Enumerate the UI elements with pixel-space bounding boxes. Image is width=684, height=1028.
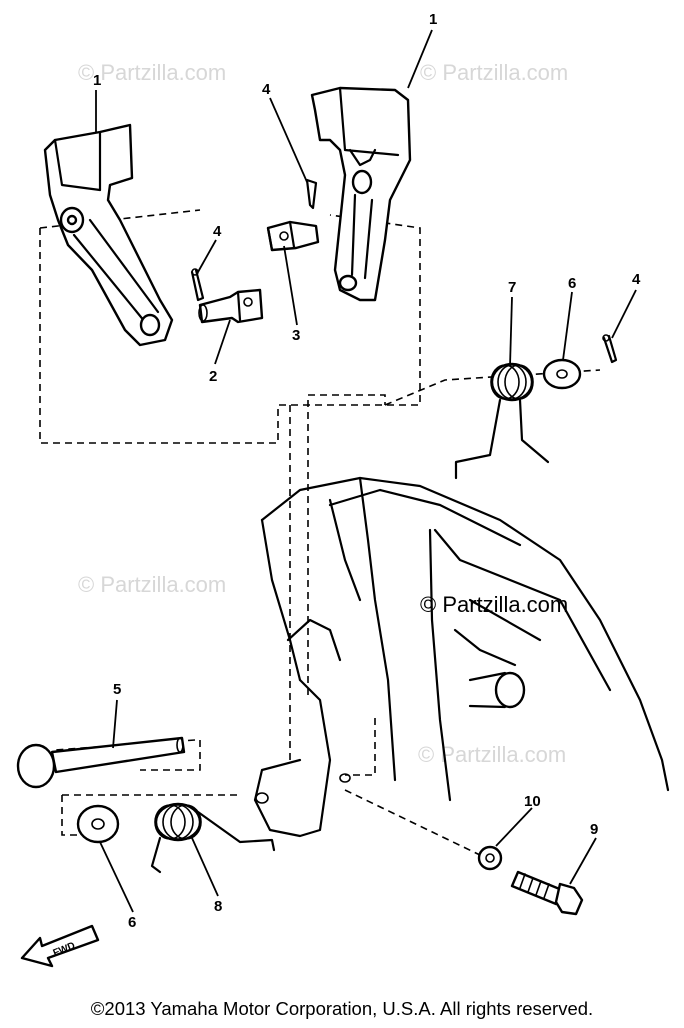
bolt-9 bbox=[510, 870, 584, 916]
callout-2: 2 bbox=[209, 368, 217, 385]
callout-6: 6 bbox=[568, 275, 576, 292]
callout-6: 6 bbox=[128, 914, 136, 931]
cotter-pin bbox=[305, 178, 318, 210]
pivot-bolt-5 bbox=[16, 736, 186, 789]
watermark: © Partzilla.com bbox=[78, 572, 226, 597]
callout-labels: 1 1 4 4 4 2 3 7 6 5 6 8 10 9 bbox=[93, 11, 641, 931]
callout-3: 3 bbox=[292, 327, 300, 344]
callout-10: 10 bbox=[524, 793, 541, 810]
callout-8: 8 bbox=[214, 898, 222, 915]
torsion-spring-7 bbox=[454, 362, 550, 480]
frame-bracket bbox=[253, 476, 670, 838]
cotter-pin bbox=[190, 268, 205, 302]
leader-lines bbox=[95, 29, 637, 913]
clevis-pin-3 bbox=[266, 220, 320, 252]
torsion-spring-8 bbox=[150, 802, 276, 874]
nut-10 bbox=[477, 845, 503, 871]
callout-1: 1 bbox=[429, 11, 437, 28]
callout-7: 7 bbox=[508, 279, 516, 296]
washer-6-lower bbox=[76, 804, 120, 844]
watermark-main: © Partzilla.com bbox=[420, 592, 568, 617]
fwd-arrow-icon: FWD bbox=[20, 924, 100, 968]
watermark: © Partzilla.com bbox=[420, 60, 568, 85]
pedal-arm-left bbox=[43, 123, 174, 347]
copyright-notice: ©2013 Yamaha Motor Corporation, U.S.A. A… bbox=[90, 998, 594, 1019]
callout-5: 5 bbox=[113, 681, 121, 698]
callout-9: 9 bbox=[590, 821, 598, 838]
pedal-arm-right bbox=[310, 86, 412, 302]
callout-1: 1 bbox=[93, 72, 101, 89]
washer-6-upper bbox=[542, 358, 582, 390]
callout-4: 4 bbox=[213, 223, 222, 240]
clevis-pin-2 bbox=[198, 288, 264, 324]
callout-4: 4 bbox=[262, 81, 271, 98]
watermark: © Partzilla.com bbox=[418, 742, 566, 767]
watermark: © Partzilla.com bbox=[78, 60, 226, 85]
callout-4: 4 bbox=[632, 271, 641, 288]
cotter-pin bbox=[602, 334, 618, 364]
